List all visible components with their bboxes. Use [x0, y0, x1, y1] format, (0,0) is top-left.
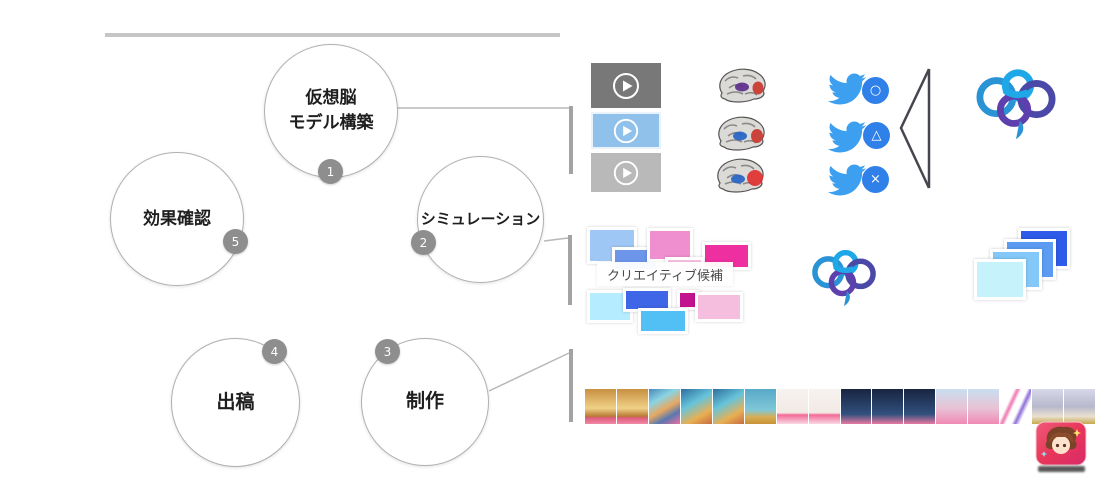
twitter-bird-icon-1: [828, 73, 866, 105]
ad-banner-thumbnail: [744, 389, 776, 424]
ad-banner-thumbnail: [648, 389, 680, 424]
flow-step-label: 制作: [405, 390, 444, 413]
ad-banner-thumbnail: [872, 389, 904, 424]
stacked-card: [974, 259, 1026, 300]
twitter-bird-icon-3: [828, 164, 866, 196]
creative-candidates-cluster: クリエイティブ候補: [583, 222, 751, 336]
step-number-badge-3: 3: [375, 339, 400, 364]
virtual-brain-logo-icon: [976, 69, 1056, 140]
video-thumbnail-2-selected[interactable]: [591, 112, 661, 149]
flow-step-simulation: シミュレーション: [417, 156, 544, 283]
ad-banner-thumbnail: [808, 389, 840, 424]
flow-step-label: 出稿: [216, 390, 255, 413]
virtual-brain-logo-icon-small: [812, 249, 876, 307]
step-number-badge-5: 5: [223, 229, 248, 254]
ad-banner-thumbnail: [936, 389, 968, 424]
brain-scan-image-2: [718, 116, 765, 151]
app-icon-caption-smudge: [1038, 466, 1085, 472]
flow-step-label: シミュレーション: [420, 209, 541, 228]
brain-scan-image-1: [719, 68, 766, 103]
ad-banner-thumbnail: [585, 389, 616, 424]
ad-banner-thumbnail: [616, 389, 648, 424]
step-number-badge-1: 1: [318, 159, 343, 184]
ad-banner-thumbnail: [1000, 389, 1032, 424]
top-divider-bar: [105, 33, 560, 37]
play-icon: [613, 160, 639, 185]
flow-step-label-line2: モデル構築: [288, 113, 374, 133]
ad-banner-thumbnail: [712, 389, 744, 424]
selected-creatives-stack: [966, 226, 1070, 304]
ad-banner-thumbnail: [680, 389, 712, 424]
flow-step-label: 仮想脳: [305, 88, 357, 109]
tweet-reaction-badge-cross: ×: [862, 166, 889, 193]
step-number-badge-2: 2: [411, 230, 436, 255]
ad-banner-thumbnail: [968, 389, 1000, 424]
creative-card: [638, 308, 688, 334]
brain-scan-image-3: [717, 158, 764, 193]
creative-candidates-label: クリエイティブ候補: [597, 262, 733, 286]
ad-banner-thumbnail: [776, 389, 808, 424]
ad-banner-thumbnail: [840, 389, 872, 424]
twitter-bird-icon-2: [828, 121, 866, 153]
merge-brace-icon: [899, 68, 931, 189]
flow-step-label: 効果確認: [143, 208, 211, 229]
play-icon: [613, 72, 639, 99]
game-app-icon: [1035, 421, 1087, 466]
ad-banner-thumbnail: [1032, 389, 1064, 424]
video-thumbnail-3[interactable]: [591, 153, 661, 192]
step-number-badge-4: 4: [262, 339, 287, 364]
video-thumbnail-1[interactable]: [591, 63, 661, 108]
ad-banner-thumbnail: [904, 389, 936, 424]
ad-banner-thumbnail: [1064, 389, 1095, 424]
creative-card: [695, 292, 743, 322]
tweet-reaction-badge-triangle: △: [863, 122, 890, 149]
tweet-reaction-badge-circle: ○: [862, 77, 889, 104]
ad-banner-strip: [585, 389, 1095, 424]
play-icon: [613, 118, 639, 143]
flow-step-virtual-brain-model: 仮想脳 モデル構築: [264, 44, 398, 178]
flow-step-effect-check: 効果確認: [110, 152, 244, 286]
